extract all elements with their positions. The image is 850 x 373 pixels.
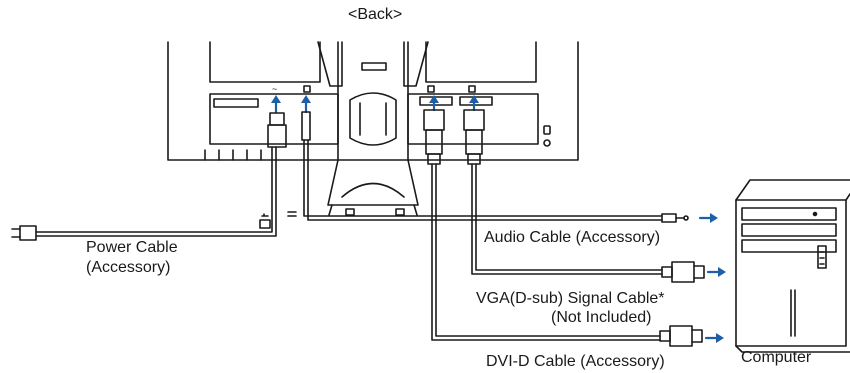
diagram-title: <Back> (348, 6, 403, 23)
computer-label: Computer (741, 349, 812, 366)
power-cable (11, 112, 287, 241)
port-arrows (271, 95, 479, 114)
computer-arrows (698, 213, 726, 343)
power-cable-sublabel: (Accessory) (86, 259, 171, 276)
svg-text:~: ~ (272, 84, 277, 94)
vga-cable-sublabel: (Not Included) (551, 309, 652, 326)
vga-cable (463, 109, 705, 283)
vga-cable-label: VGA(D-sub) Signal Cable* (476, 290, 665, 307)
dvi-cable-label: DVI-D Cable (Accessory) (486, 353, 665, 370)
monitor-back: ~ (167, 41, 579, 216)
computer-tower (735, 179, 850, 353)
power-cable-label: Power Cable (86, 239, 178, 256)
audio-cable (287, 111, 689, 223)
dvi-cable (423, 109, 703, 347)
audio-cable-label: Audio Cable (Accessory) (484, 229, 661, 246)
